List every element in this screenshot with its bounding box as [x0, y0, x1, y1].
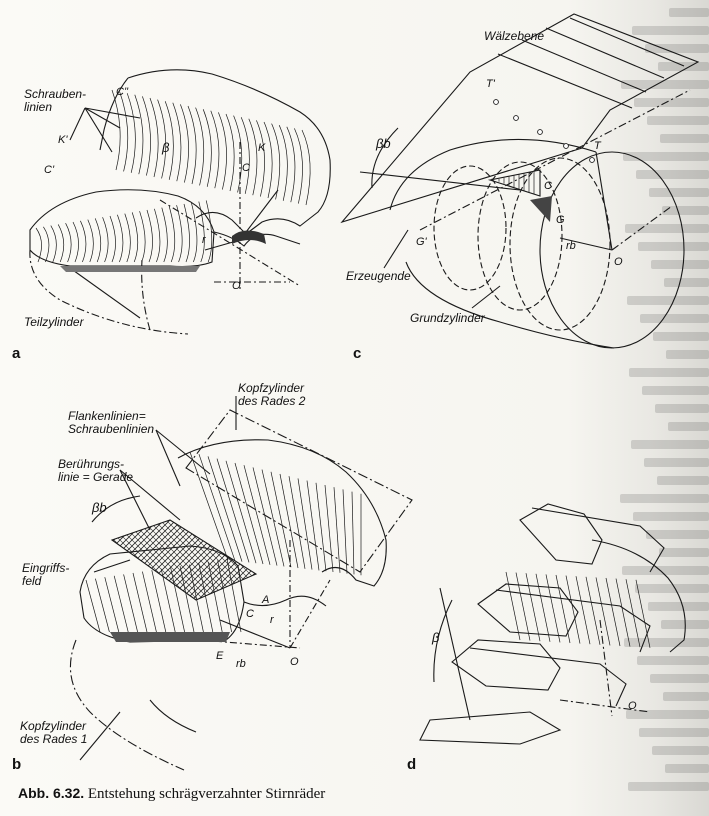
label-schraubenlinien: Schrauben- linien: [24, 87, 87, 114]
panel-letter-d: d: [407, 756, 417, 773]
bleed-line: [623, 152, 709, 161]
point-g: G: [556, 214, 565, 226]
label-flankenlinien: Flankenlinien= Schraubenlinien: [68, 409, 155, 436]
point-k-prime: K': [58, 134, 68, 146]
bleed-line: [645, 44, 709, 53]
label-erzeugende: Erzeugende: [346, 269, 411, 283]
bleed-line: [627, 296, 709, 305]
bleed-line: [669, 8, 709, 17]
bleed-line: [632, 26, 709, 35]
bleed-line: [631, 440, 709, 449]
angle-beta-b-panel-b: βb: [92, 500, 107, 515]
panel-d-drawing: [419, 503, 686, 745]
bleed-line: [642, 386, 709, 395]
panel-letter-b: b: [12, 756, 22, 773]
bleed-line: [644, 458, 709, 467]
point-k: K: [258, 142, 266, 154]
caption-number: Abb. 6.32.: [18, 785, 85, 801]
bleed-line: [660, 134, 709, 143]
bleed-line: [625, 224, 709, 233]
angle-beta: β: [162, 140, 170, 155]
point-t: T: [594, 140, 601, 152]
label-waelzebene: Wälzebene: [484, 29, 545, 43]
bleed-line: [622, 566, 709, 575]
point-o: O: [232, 280, 241, 292]
radius-r: r: [202, 234, 206, 246]
point-a: A: [262, 594, 270, 606]
bleed-line: [655, 404, 709, 413]
figure-caption: Abb. 6.32. Entstehung schrägverzahnter S…: [18, 785, 325, 803]
point-c-prime: C': [44, 164, 55, 176]
bleed-line: [652, 746, 709, 755]
label-teilzylinder: Teilzylinder: [24, 315, 84, 329]
bleed-line: [658, 62, 709, 71]
bleed-line: [648, 602, 709, 611]
angle-beta-d: β: [432, 630, 440, 645]
point-c-c: C: [544, 180, 552, 192]
bleed-line: [668, 422, 709, 431]
label-grundzylinder: Grundzylinder: [410, 311, 485, 325]
point-c-double-prime: C'': [116, 86, 129, 98]
bleed-line: [651, 260, 709, 269]
point-o-b: O: [290, 656, 299, 668]
bleed-line: [620, 494, 709, 503]
panel-letter-a: a: [12, 345, 21, 362]
bleed-line: [636, 170, 709, 179]
angle-beta-b: βb: [376, 136, 391, 151]
bleed-line: [635, 584, 709, 593]
bleed-line: [665, 764, 709, 773]
bleed-line: [640, 314, 709, 323]
bleed-line: [633, 512, 709, 521]
label-eingriffsfeld: Eingriffs- feld: [22, 561, 70, 588]
bleed-line: [663, 692, 709, 701]
bleed-line: [629, 368, 709, 377]
bleed-line: [634, 98, 709, 107]
bleed-line: [662, 206, 709, 215]
bleed-line: [646, 530, 709, 539]
point-e: E: [216, 650, 224, 662]
bleed-line: [628, 782, 709, 791]
bleed-line: [647, 116, 709, 125]
bleed-line: [657, 476, 709, 485]
panel-c-drawing: [340, 13, 700, 349]
bleed-line: [653, 332, 709, 341]
label-beruehrungslinie: Berührungs- linie = Gerade: [58, 457, 134, 484]
panel-b-drawing: [69, 396, 413, 771]
point-g-prime: G': [416, 236, 427, 248]
bleed-line: [659, 548, 709, 557]
bleed-line: [621, 80, 709, 89]
bleed-line: [639, 728, 709, 737]
bleed-line: [649, 188, 709, 197]
radius-rb: rb: [566, 240, 576, 252]
adjacent-page-bleed: [612, 0, 709, 816]
label-kopfzylinder-rad1: Kopfzylinder des Rades 1: [20, 719, 88, 746]
radius-r-b: r: [270, 614, 274, 626]
point-t-prime: T': [486, 78, 495, 90]
bleed-line: [638, 242, 709, 251]
point-o-c: O: [614, 256, 623, 268]
bleed-line: [626, 710, 709, 719]
bleed-line: [666, 350, 709, 359]
panel-a-drawing: [29, 69, 331, 335]
bleed-line: [650, 674, 709, 683]
point-c: C: [242, 162, 250, 174]
caption-text: Entstehung schrägverzahnter Stirnräder: [87, 786, 326, 802]
bleed-line: [664, 278, 709, 287]
panel-letter-c: c: [353, 345, 362, 362]
bleed-line: [624, 638, 709, 647]
label-kopfzylinder-rad2: Kopfzylinder des Rades 2: [238, 381, 306, 408]
point-o-d: O: [628, 700, 637, 712]
point-c-b: C: [246, 608, 254, 620]
radius-rb-b: rb: [236, 658, 246, 670]
bleed-line: [637, 656, 709, 665]
